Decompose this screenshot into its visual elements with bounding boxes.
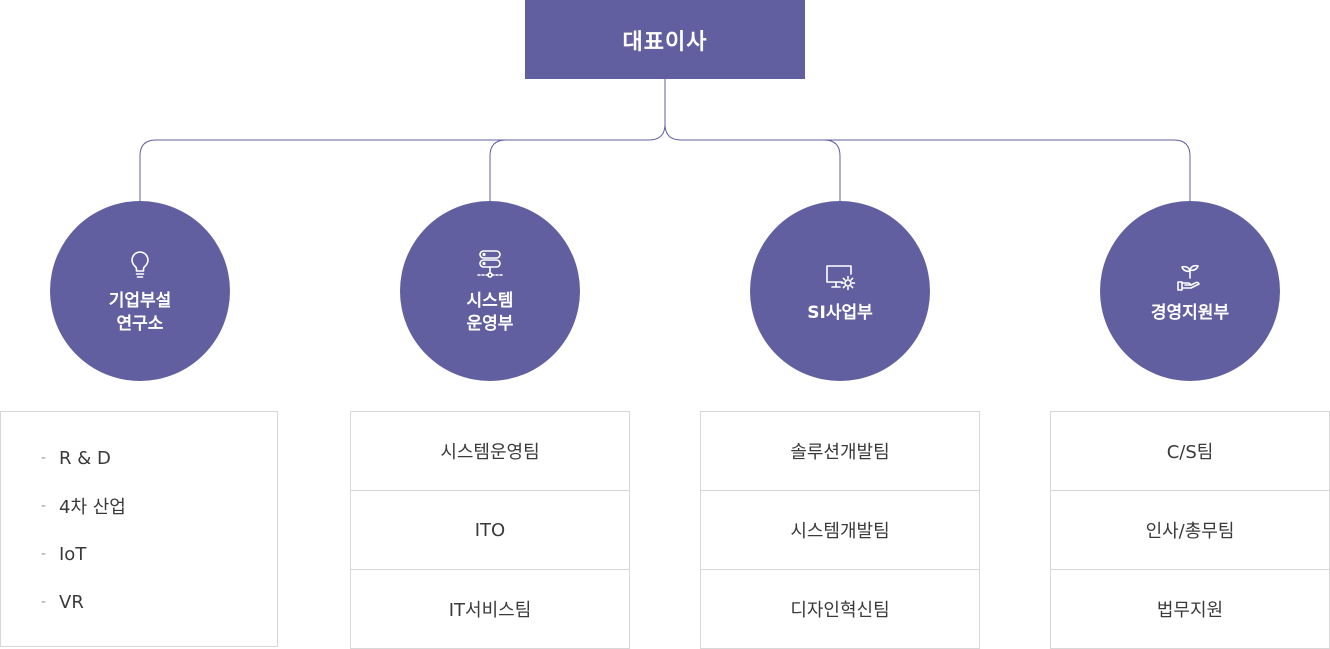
lightbulb-icon xyxy=(122,246,158,282)
server-icon xyxy=(472,246,508,282)
team-item: 시스템운영팀 xyxy=(440,442,540,463)
team-item: 디자인혁신팀 xyxy=(701,569,979,648)
division-rnd-teams: -R & D -4차 산업 -IoT -VR xyxy=(0,411,278,647)
division-si-teams: 솔루션개발팀 시스템개발팀 디자인혁신팀 xyxy=(700,411,980,649)
monitor-gear-icon xyxy=(822,258,858,294)
division-label: 기업부설 연구소 xyxy=(108,291,172,334)
team-item: ITO xyxy=(351,490,629,569)
list-item: -R & D xyxy=(41,447,111,469)
list-item: -VR xyxy=(41,591,84,613)
division-system-circle: 시스템 운영부 xyxy=(400,201,580,381)
team-item: 인사/총무팀 xyxy=(1051,490,1329,569)
team-item: 솔루션개발팀 xyxy=(790,442,890,463)
team-item: C/S팀 xyxy=(1166,442,1214,463)
division-label: 경영지원부 xyxy=(1150,302,1230,323)
team-item: 법무지원 xyxy=(1051,569,1329,648)
division-system-teams: 시스템운영팀 ITO IT서비스팀 xyxy=(350,411,630,649)
division-si-circle: SI사업부 xyxy=(750,201,930,381)
division-label: 시스템 운영부 xyxy=(466,291,514,334)
division-label: SI사업부 xyxy=(807,302,873,323)
plant-hand-icon xyxy=(1172,258,1208,294)
list-item: -IoT xyxy=(41,543,87,565)
division-management-circle: 경영지원부 xyxy=(1100,201,1280,381)
list-item: -4차 산업 xyxy=(41,497,126,518)
division-rnd-circle: 기업부설 연구소 xyxy=(50,201,230,381)
team-item: IT서비스팀 xyxy=(351,569,629,648)
ceo-box: 대표이사 xyxy=(525,0,805,79)
team-item: 시스템개발팀 xyxy=(701,490,979,569)
division-management-teams: C/S팀 인사/총무팀 법무지원 xyxy=(1050,411,1330,649)
ceo-label: 대표이사 xyxy=(622,29,708,55)
